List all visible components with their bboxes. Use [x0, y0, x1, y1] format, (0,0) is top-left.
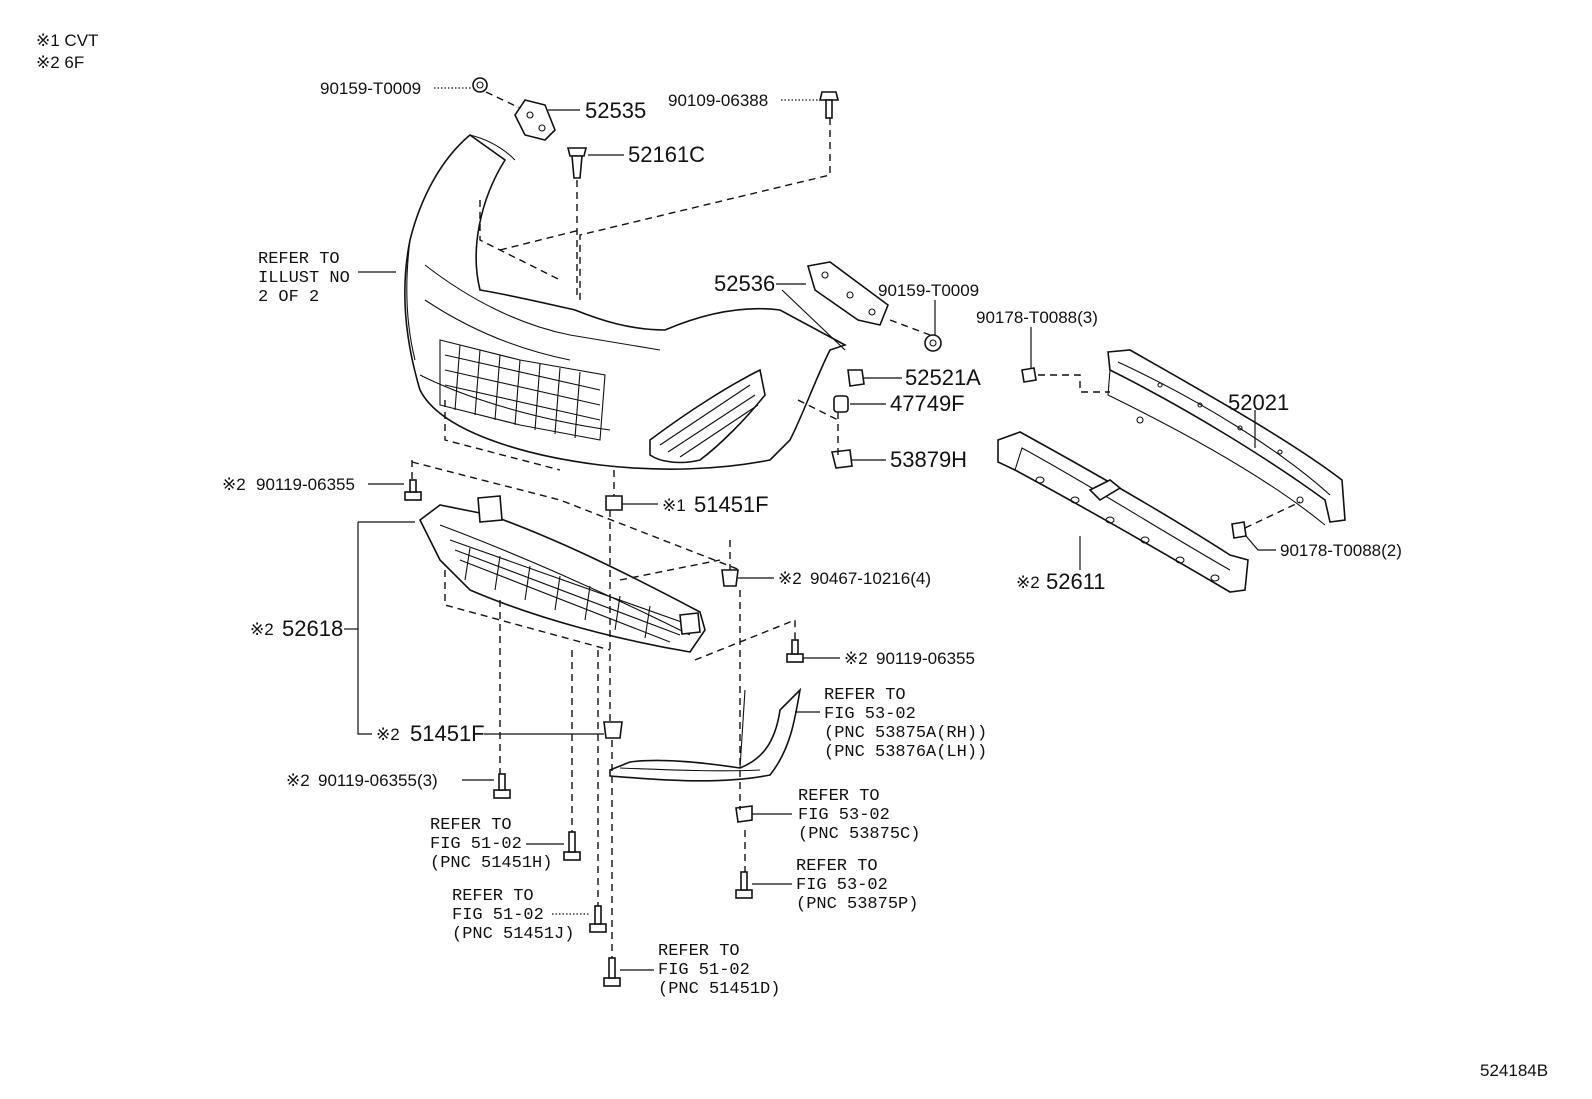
- label-90178-3: 90178-T0088(3): [976, 308, 1098, 327]
- label-90109: 90109-06388: [668, 91, 769, 110]
- bracket-52536-drawing: [806, 261, 889, 326]
- label-51451F-top: 51451F: [694, 492, 769, 517]
- label-52161C: 52161C: [628, 142, 706, 167]
- label-90119-c: 90119-06355(3): [318, 771, 438, 790]
- clip-47749F-drawing: [833, 395, 849, 413]
- clip-51451F-top-drawing: [605, 495, 623, 511]
- label-90119-a-mark: ※2: [222, 475, 246, 494]
- label-refer-51451J: REFER TO FIG 51-02 (PNC 51451J): [452, 887, 575, 944]
- label-refer-53875A: REFER TO FIG 53-02 (PNC 53875A(RH)) (PNC…: [824, 686, 988, 762]
- nut-90178-top-drawing: [1021, 367, 1037, 383]
- clip-52535-drawing: [514, 99, 556, 141]
- drawing-code: 524184B: [1480, 1061, 1549, 1080]
- label-51451F-bottom-mark: ※2: [376, 725, 400, 744]
- label-90178-2: 90178-T0088(2): [1280, 541, 1402, 560]
- bolt-90119-c-drawing: [493, 773, 511, 799]
- label-90467: 90467-10216(4): [810, 569, 931, 588]
- reinforcement-52021-drawing: [1107, 349, 1346, 526]
- clip-52161C-drawing: [566, 147, 588, 179]
- label-47749F: 47749F: [890, 391, 965, 416]
- label-refer-51451D: REFER TO FIG 51-02 (PNC 51451D): [658, 942, 781, 999]
- label-53879H: 53879H: [890, 447, 968, 472]
- nut-90178-bottom-drawing: [1231, 521, 1247, 539]
- label-52521A: 52521A: [905, 365, 981, 390]
- screw-90159-top-drawing: [472, 77, 488, 93]
- clip-53875C-drawing: [735, 805, 753, 823]
- clip-51451F-bottom-drawing: [603, 721, 623, 739]
- side-cover-drawing: [609, 687, 802, 782]
- bolt-51451J-drawing: [589, 905, 607, 933]
- label-refer-51451H: REFER TO FIG 51-02 (PNC 51451H): [430, 816, 553, 873]
- clip-90467-drawing: [721, 569, 739, 587]
- label-90119-b-mark: ※2: [844, 649, 868, 668]
- bolt-90109-drawing: [818, 91, 840, 119]
- legend-2: ※2 6F: [36, 53, 85, 72]
- label-refer-53875C: REFER TO FIG 53-02 (PNC 53875C): [798, 787, 921, 844]
- label-51451F-bottom: 51451F: [410, 721, 485, 746]
- label-90119-c-mark: ※2: [286, 771, 310, 790]
- legend-1: ※1 CVT: [36, 31, 99, 50]
- assembly-lines: [411, 91, 1301, 958]
- label-52611-mark: ※2: [1016, 573, 1040, 592]
- bolt-51451H-drawing: [563, 831, 581, 861]
- label-90119-a: 90119-06355: [256, 475, 355, 494]
- bolt-90119-a-drawing: [404, 479, 422, 501]
- bolt-53875P-drawing: [735, 871, 753, 899]
- bolt-51451D-drawing: [603, 957, 621, 987]
- clip-53879H-drawing: [831, 449, 853, 469]
- screw-90159-right-drawing: [924, 334, 942, 352]
- under-cover-52618-drawing: [418, 495, 706, 653]
- label-90159-right: 90159-T0009: [878, 281, 980, 300]
- leader-lines: [344, 87, 1276, 971]
- label-90467-mark: ※2: [778, 569, 802, 588]
- label-52611: 52611: [1046, 569, 1106, 594]
- label-52535: 52535: [585, 98, 647, 123]
- label-52618: 52618: [282, 616, 344, 641]
- label-52536: 52536: [714, 271, 776, 296]
- bumper-cover-drawing: [404, 133, 848, 470]
- bolt-90119-b-drawing: [786, 639, 804, 663]
- label-90159-top: 90159-T0009: [320, 79, 422, 98]
- label-52618-mark: ※2: [250, 620, 274, 639]
- label-90119-b: 90119-06355: [876, 649, 975, 668]
- label-refer-53875P: REFER TO FIG 53-02 (PNC 53875P): [796, 857, 919, 914]
- clip-52521A-drawing: [847, 369, 865, 387]
- label-51451F-top-mark: ※1: [662, 496, 686, 515]
- absorber-52611-drawing: [997, 431, 1249, 593]
- label-52021: 52021: [1228, 390, 1290, 415]
- label-refer-illust: REFER TO ILLUST NO 2 OF 2: [258, 250, 350, 307]
